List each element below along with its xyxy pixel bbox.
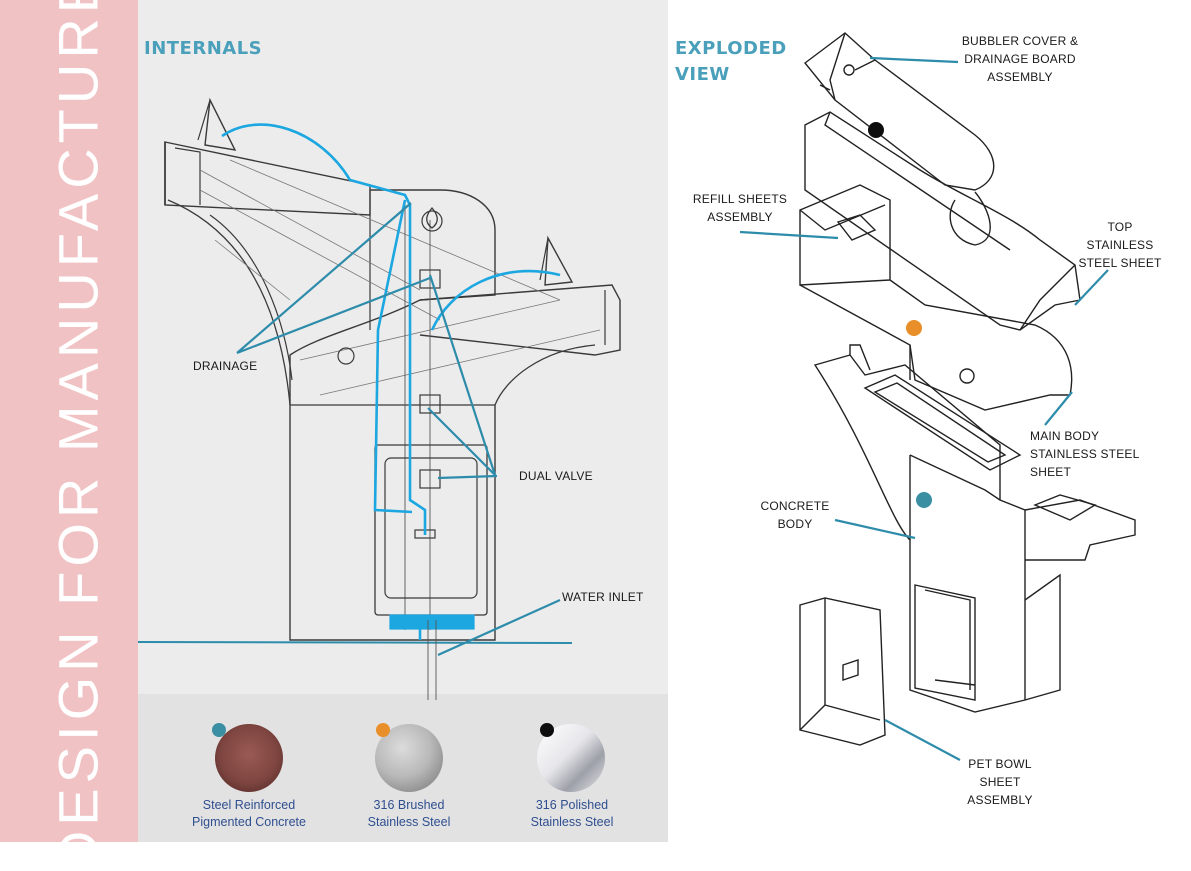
polished-material-label: 316 Polished Stainless Steel xyxy=(530,798,614,829)
brushed-swatch-dot xyxy=(376,723,390,737)
exploded-heading-line1: EXPLODED xyxy=(675,38,787,59)
main-body-leader xyxy=(1044,391,1073,426)
main-body-label: MAIN BODY STAINLESS STEEL SHEET xyxy=(1030,429,1140,479)
water-inlet-label: WATER INLET xyxy=(562,590,644,604)
concrete-body-shape xyxy=(813,354,1026,713)
pet-bowl-label: PET BOWL SHEET ASSEMBLY xyxy=(967,757,1033,807)
dual-valve-leader xyxy=(428,274,497,476)
concrete-marker-dot xyxy=(916,492,932,508)
refill-shape xyxy=(799,184,891,286)
concrete-material-label: Steel Reinforced Pigmented Concrete xyxy=(192,798,306,829)
diagram-drawing xyxy=(137,32,1136,792)
main-body-shape xyxy=(889,279,1073,411)
exploded-leaders xyxy=(739,56,1109,761)
internals-drawing xyxy=(137,97,621,700)
bubbler-label: BUBBLER COVER & DRAINAGE BOARD ASSEMBLY xyxy=(961,34,1079,84)
dual-valve-label: DUAL VALVE xyxy=(519,469,593,483)
pet-bowl-leader xyxy=(884,719,961,761)
concrete-swatch-dot xyxy=(212,723,226,737)
side-band xyxy=(0,0,138,842)
top-sheet-leader xyxy=(1074,269,1109,306)
exploded-drawing xyxy=(799,32,1136,746)
bubbler-cover-shape xyxy=(803,32,995,191)
top-sheet-shape xyxy=(804,111,1081,331)
ground-line xyxy=(137,641,573,644)
polished-marker-dot xyxy=(868,122,884,138)
polished-swatch-dot xyxy=(540,723,554,737)
pet-bowl-arm xyxy=(1024,499,1136,561)
drainage-leader xyxy=(236,202,412,354)
water-lines xyxy=(221,123,561,640)
material-swatches xyxy=(212,723,605,792)
exploded-heading-line2: VIEW xyxy=(675,64,730,85)
brushed-marker-dot xyxy=(906,320,922,336)
refill-leader xyxy=(739,230,839,240)
polished-swatch xyxy=(537,724,605,792)
concrete-leader xyxy=(834,518,916,540)
water-inlet-leader xyxy=(437,598,561,657)
concrete-label: CONCRETE BODY xyxy=(760,499,830,531)
drainage-label: DRAINAGE xyxy=(193,359,258,373)
internals-heading: INTERNALS xyxy=(144,38,263,59)
brushed-material-label: 316 Brushed Stainless Steel xyxy=(367,798,451,829)
brushed-swatch xyxy=(375,724,443,792)
refill-label: REFILL SHEETS ASSEMBLY xyxy=(692,192,788,224)
concrete-swatch xyxy=(215,724,283,792)
bubbler-leader xyxy=(869,56,959,64)
internals-leaders xyxy=(236,202,561,657)
top-sheet-label: TOP STAINLESS STEEL SHEET xyxy=(1078,220,1162,270)
